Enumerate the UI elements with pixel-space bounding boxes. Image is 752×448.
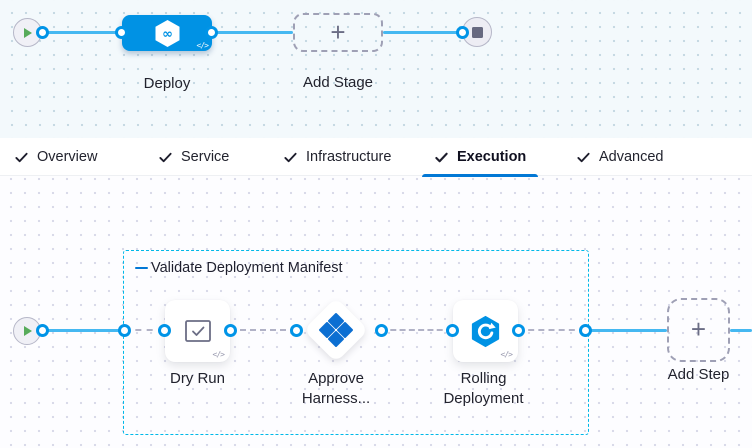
step-connector-line (585, 329, 667, 332)
add-stage-label: Add Stage (302, 74, 374, 91)
yaml-code-toggle[interactable]: </> (500, 350, 513, 359)
stage-config-tabs: Overview Service Infrastructure Executio… (0, 138, 752, 177)
step-connector-dashed (518, 329, 585, 331)
tab-overview[interactable]: Overview (2, 138, 109, 176)
plus-icon: + (330, 16, 346, 47)
step-label-dry-run[interactable]: Dry Run (169, 370, 225, 387)
play-icon (23, 326, 32, 336)
check-icon (284, 152, 297, 162)
step-connector-line (42, 329, 124, 332)
tab-label: Overview (37, 149, 98, 165)
step-group-title: Validate Deployment Manifest (151, 260, 343, 276)
stage-label[interactable]: Deploy (143, 75, 191, 92)
tab-service[interactable]: Service (146, 138, 241, 176)
check-icon (435, 152, 448, 162)
checkbox-icon (184, 319, 211, 342)
connector-dot (224, 324, 237, 337)
connector-dot (512, 324, 525, 337)
approval-diamonds-icon (319, 313, 353, 347)
stage-connector-line (211, 31, 293, 34)
tab-label: Execution (457, 149, 527, 165)
add-stage-button[interactable]: + (293, 13, 383, 52)
stage-connector-line (42, 31, 124, 34)
check-icon (15, 152, 28, 162)
step-connector-dashed (124, 329, 164, 331)
step-connector-line (730, 329, 752, 332)
yaml-code-toggle[interactable]: </> (212, 350, 225, 359)
connector-dot (446, 324, 459, 337)
connector-dot (456, 26, 469, 39)
stop-icon (471, 26, 483, 38)
tab-execution[interactable]: Execution (422, 138, 539, 177)
step-node-rolling-deployment[interactable]: </> (453, 300, 518, 362)
tab-label: Service (181, 149, 230, 165)
connector-dot (158, 324, 171, 337)
connector-dot (290, 324, 303, 337)
rolling-deployment-icon (471, 315, 500, 347)
step-node-dry-run[interactable]: </> (165, 300, 230, 362)
tab-label: Advanced (599, 149, 664, 165)
connector-dot (579, 324, 592, 337)
tab-advanced[interactable]: Advanced (564, 138, 676, 176)
step-node-approve-harness[interactable] (303, 297, 369, 363)
add-step-button[interactable]: + (667, 298, 730, 362)
step-connector-dashed (230, 329, 296, 331)
execution-start-node (13, 317, 41, 345)
step-label-approve-harness[interactable]: Approve Harness... (301, 370, 371, 407)
connector-dot (36, 324, 49, 337)
stage-node-deploy[interactable]: ∞ </> (122, 15, 212, 51)
execution-graph-canvas[interactable]: Validate Deployment Manifest (0, 176, 752, 448)
step-group-validate-deployment-manifest[interactable] (123, 250, 589, 435)
step-group-header[interactable]: Validate Deployment Manifest (135, 260, 343, 276)
connector-dot (375, 324, 388, 337)
collapse-dash-icon[interactable] (135, 266, 148, 270)
add-step-label: Add Step (667, 366, 730, 383)
play-icon (24, 27, 32, 38)
harness-cd-hexagon-icon: ∞ (155, 19, 179, 47)
tab-infrastructure[interactable]: Infrastructure (271, 138, 403, 176)
svg-text:∞: ∞ (162, 27, 173, 42)
stage-graph-canvas[interactable]: ∞ </> + Deploy Add Stage (0, 0, 752, 138)
plus-icon: + (690, 314, 707, 344)
stage-connector-line (383, 31, 463, 34)
check-icon (577, 152, 590, 162)
yaml-code-toggle[interactable]: </> (196, 41, 209, 50)
check-icon (159, 152, 172, 162)
step-label-rolling-deployment[interactable]: Rolling Deployment (443, 370, 524, 407)
connector-dot (118, 324, 131, 337)
tab-label: Infrastructure (306, 149, 392, 165)
connector-dot (115, 26, 128, 39)
step-connector-dashed (381, 329, 452, 331)
connector-dot (36, 26, 49, 39)
connector-dot (205, 26, 218, 39)
